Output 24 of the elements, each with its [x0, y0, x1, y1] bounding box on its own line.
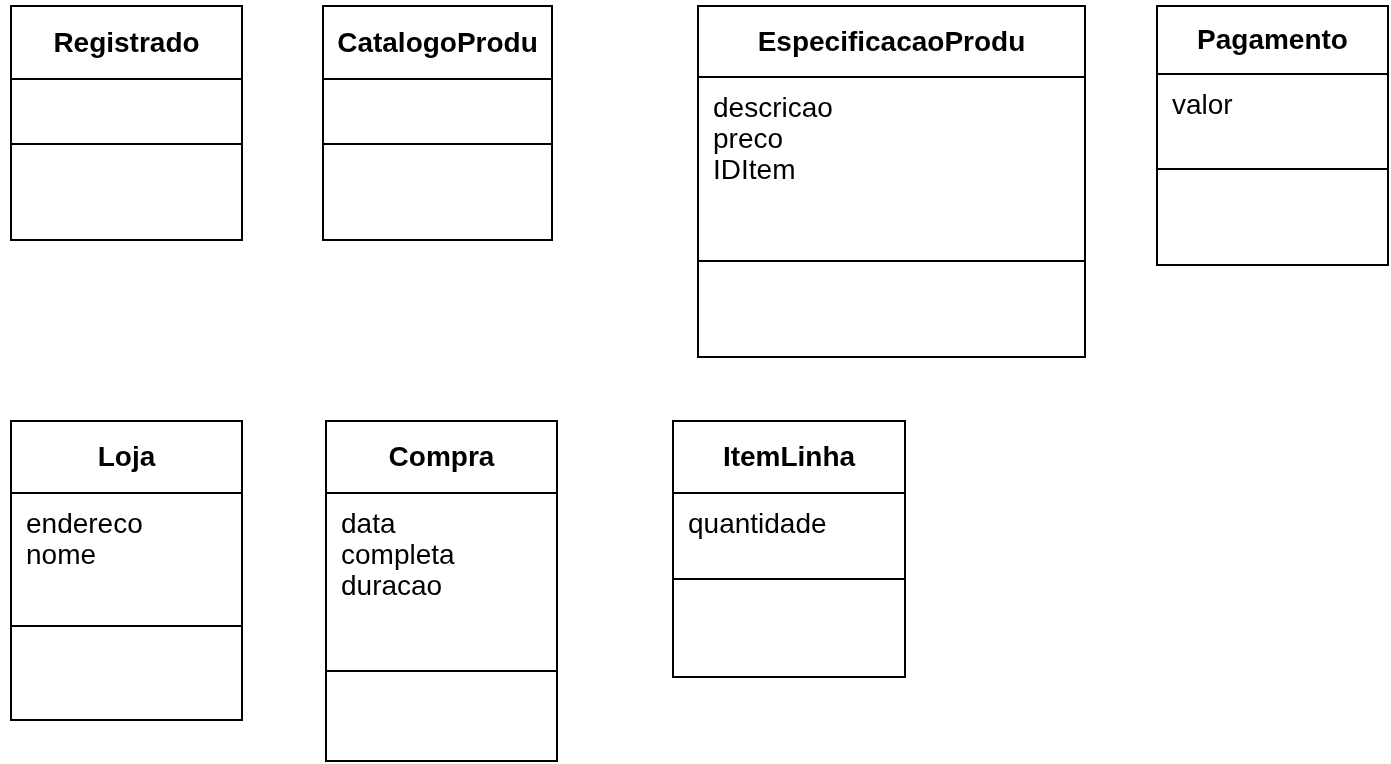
attribute-text: preco — [713, 123, 784, 154]
class-name: Compra — [388, 441, 495, 473]
class-name: ItemLinha — [722, 441, 856, 473]
class-name: Registrado — [53, 26, 200, 59]
attribute-text: nome — [26, 539, 97, 570]
attribute-text: valor — [1172, 89, 1233, 120]
class-name: CatalogoProdu — [337, 26, 538, 59]
class-name: Pagamento — [1197, 24, 1348, 56]
class-box — [672, 420, 906, 678]
attribute-text: quantidade — [688, 508, 827, 539]
class-box — [10, 5, 243, 241]
attribute-text: IDItem — [713, 154, 796, 185]
class-name: EspecificacaoProdu — [757, 25, 1026, 58]
class-box — [322, 5, 553, 241]
attribute-text: descricao — [713, 92, 833, 123]
attribute-text: duracao — [341, 570, 443, 601]
attribute-text: completa — [341, 539, 455, 570]
class-box — [697, 5, 1086, 358]
class-box — [1156, 5, 1389, 266]
class-box — [10, 420, 243, 721]
attribute-text: endereco — [26, 508, 143, 539]
class-box — [325, 420, 558, 762]
class-name: Loja — [97, 441, 156, 473]
attribute-text: data — [341, 508, 396, 539]
